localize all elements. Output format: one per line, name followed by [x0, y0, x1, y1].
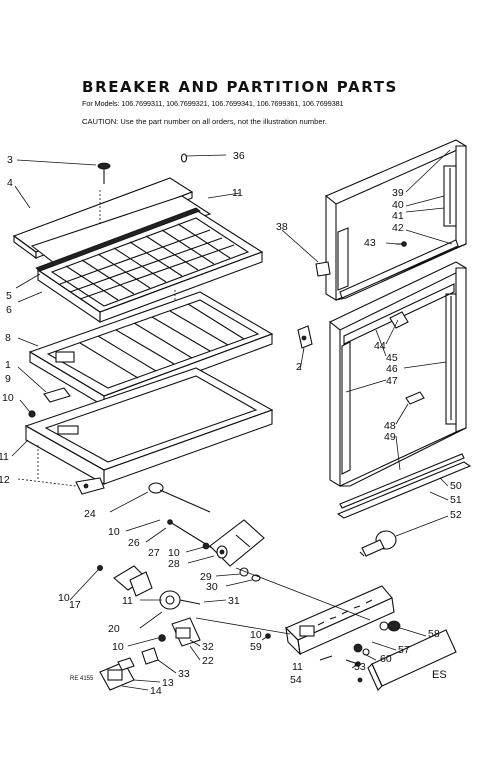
- callout-48: 48: [384, 420, 396, 432]
- front-panel-part: [367, 629, 457, 691]
- callout-53: 53: [354, 661, 366, 673]
- corner-mark: ES: [432, 669, 447, 681]
- latch-part: [297, 325, 313, 349]
- callout-54: 54: [290, 674, 302, 686]
- callout-52: 52: [450, 509, 462, 521]
- callout-10-mid: 10: [108, 526, 120, 538]
- hinge-bracket-part: [75, 477, 105, 495]
- callout-13: 13: [162, 677, 174, 689]
- callout-47: 47: [386, 375, 398, 387]
- insulation-plate-part: [30, 195, 212, 267]
- callout-45: 45: [386, 352, 398, 364]
- callout-39: 39: [392, 187, 404, 199]
- callout-10-27: 10: [168, 547, 180, 559]
- page-title: BREAKER AND PARTITION PARTS: [82, 78, 398, 96]
- callout-8: 8: [5, 332, 11, 344]
- callout-10-right: 10: [250, 629, 262, 641]
- callout-51: 51: [450, 494, 462, 506]
- callout-11-motor: 11: [122, 595, 133, 607]
- callout-24: 24: [84, 508, 96, 520]
- callout-2: 2: [296, 361, 302, 373]
- callout-59: 59: [250, 641, 262, 653]
- leader-lines: [11, 149, 453, 691]
- callout-11-right: 11: [292, 661, 303, 673]
- switch-part: [171, 617, 201, 647]
- callout-29: 29: [200, 571, 212, 583]
- damper-housing-part: [209, 519, 265, 567]
- partition-assembly: [12, 153, 274, 495]
- callout-36: 36: [233, 150, 245, 162]
- model-numbers: For Models: 106.7699311, 106.7699321, 10…: [82, 99, 344, 108]
- drawing-code: RE 4155: [70, 676, 94, 682]
- callout-5: 5: [6, 290, 12, 302]
- callout-6: 6: [6, 304, 12, 316]
- callout-30: 30: [206, 581, 218, 593]
- callout-57: 57: [398, 644, 410, 656]
- callout-22: 22: [202, 655, 214, 667]
- thermostat-cover-part: [285, 585, 395, 656]
- lamp-part: [359, 530, 397, 557]
- callout-4: 4: [7, 177, 13, 189]
- callout-20: 20: [108, 623, 120, 635]
- motor-part: [159, 590, 201, 610]
- damper-control-assembly: [97, 482, 457, 691]
- callout-28: 28: [168, 558, 180, 570]
- callout-1: 1: [5, 359, 11, 371]
- clip-part: [315, 261, 331, 277]
- callout-49: 49: [384, 431, 396, 443]
- breaker-strip-assembly: [297, 139, 472, 557]
- callout-9: 9: [5, 373, 11, 385]
- insert-part: [43, 387, 71, 403]
- callout-17: 17: [69, 599, 81, 611]
- callout-42: 42: [392, 222, 404, 234]
- callout-10-17: 10: [58, 592, 70, 604]
- callout-3: 3: [7, 154, 13, 166]
- callout-32: 32: [202, 641, 214, 653]
- callout-27: 27: [148, 547, 160, 559]
- callout-11-left: 11: [0, 451, 9, 463]
- breaker-frame-lower: [28, 291, 274, 397]
- callout-labels: 3 4 36 11 5 6 8 1 9 10 11 12 24 10 26 27…: [0, 150, 462, 697]
- callout-10-left: 10: [2, 392, 14, 404]
- callout-40: 40: [392, 199, 404, 211]
- screw-part: [97, 162, 111, 184]
- callout-58: 58: [428, 628, 440, 640]
- callout-11-top: 11: [232, 187, 243, 199]
- callout-60: 60: [380, 653, 392, 665]
- callout-14: 14: [150, 685, 162, 697]
- callout-31: 31: [228, 595, 240, 607]
- callout-50: 50: [450, 480, 462, 492]
- caution-note: CAUTION: Use the part number on all orde…: [82, 117, 327, 126]
- callout-10-bottom: 10: [112, 641, 124, 653]
- callout-12: 12: [0, 474, 10, 486]
- callout-38: 38: [276, 221, 288, 233]
- callout-41: 41: [392, 210, 404, 222]
- callout-44: 44: [374, 340, 386, 352]
- callout-33: 33: [178, 668, 190, 680]
- callout-46: 46: [386, 363, 398, 375]
- callout-43: 43: [364, 237, 376, 249]
- bottom-pan: [24, 367, 274, 471]
- callout-26: 26: [128, 537, 140, 549]
